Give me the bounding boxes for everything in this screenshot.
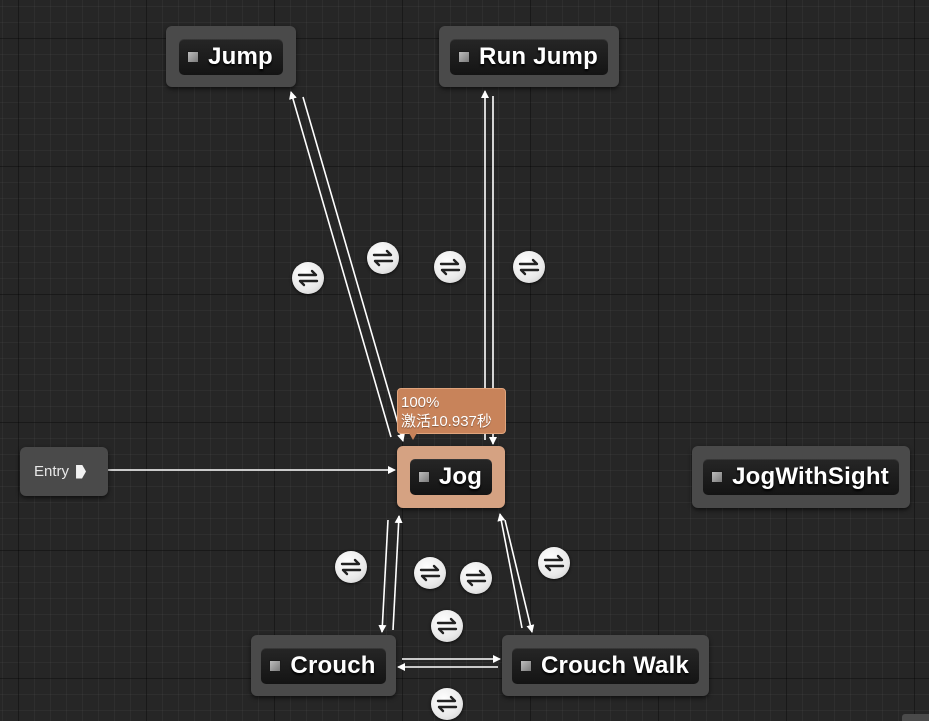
state-square-icon bbox=[711, 471, 724, 483]
state-node-crouch[interactable]: Crouch bbox=[251, 635, 396, 696]
transition-rule-icon[interactable] bbox=[460, 562, 492, 594]
state-node-jump[interactable]: Jump bbox=[166, 26, 296, 87]
state-node-run-jump[interactable]: Run Jump bbox=[439, 26, 619, 87]
state-label-jog-with-sight: JogWithSight bbox=[732, 463, 889, 490]
tooltip-tail bbox=[409, 433, 417, 440]
state-label-crouch-walk: Crouch Walk bbox=[541, 651, 689, 679]
transition-rule-icon[interactable] bbox=[431, 610, 463, 642]
state-node-body: Jump bbox=[179, 38, 283, 75]
tooltip-active-time: 激活10.937秒 bbox=[401, 413, 492, 430]
transition-rule-icon[interactable] bbox=[513, 251, 545, 283]
state-node-body: Crouch Walk bbox=[512, 647, 699, 684]
state-square-icon bbox=[458, 50, 471, 63]
wire-crouch-walk-to-jog bbox=[497, 513, 523, 629]
state-node-body: Crouch bbox=[261, 647, 386, 684]
state-label-jog: Jog bbox=[438, 463, 483, 490]
transition-rule-icon[interactable] bbox=[367, 242, 399, 274]
state-node-body: Jog bbox=[409, 459, 493, 495]
state-square-icon bbox=[269, 659, 282, 672]
state-label-run-jump: Run Jump bbox=[479, 42, 598, 70]
state-node-jog[interactable]: Jog bbox=[397, 446, 505, 508]
transition-rule-icon[interactable] bbox=[292, 262, 324, 294]
state-node-crouch-walk[interactable]: Crouch Walk bbox=[502, 635, 709, 696]
state-node-jog-with-sight[interactable]: JogWithSight bbox=[692, 446, 910, 508]
entry-label: Entry bbox=[34, 463, 70, 480]
state-node-body: Run Jump bbox=[450, 38, 608, 75]
wire-jog-to-crouch-walk bbox=[504, 519, 535, 633]
state-label-crouch: Crouch bbox=[290, 651, 376, 679]
entry-arrow-icon[interactable] bbox=[76, 464, 87, 479]
state-square-icon bbox=[417, 471, 430, 483]
corner-panel-edge bbox=[902, 714, 929, 721]
transition-rule-icon[interactable] bbox=[414, 557, 446, 589]
state-node-body: JogWithSight bbox=[703, 459, 899, 495]
tooltip-weight: 100% bbox=[401, 394, 440, 411]
transition-rule-icon[interactable] bbox=[434, 251, 466, 283]
state-label-jump: Jump bbox=[208, 42, 273, 70]
active-state-tooltip: 100% 激活10.937秒 bbox=[397, 388, 506, 440]
entry-node[interactable]: Entry bbox=[20, 447, 108, 496]
transition-rule-icon[interactable] bbox=[335, 551, 367, 583]
wire-crouch-to-jog bbox=[392, 515, 403, 631]
wire-jog-to-crouch bbox=[378, 519, 389, 633]
state-square-icon bbox=[520, 659, 532, 672]
transition-rule-icon[interactable] bbox=[431, 688, 463, 720]
transition-rule-icon[interactable] bbox=[538, 547, 570, 579]
state-square-icon bbox=[187, 50, 200, 63]
